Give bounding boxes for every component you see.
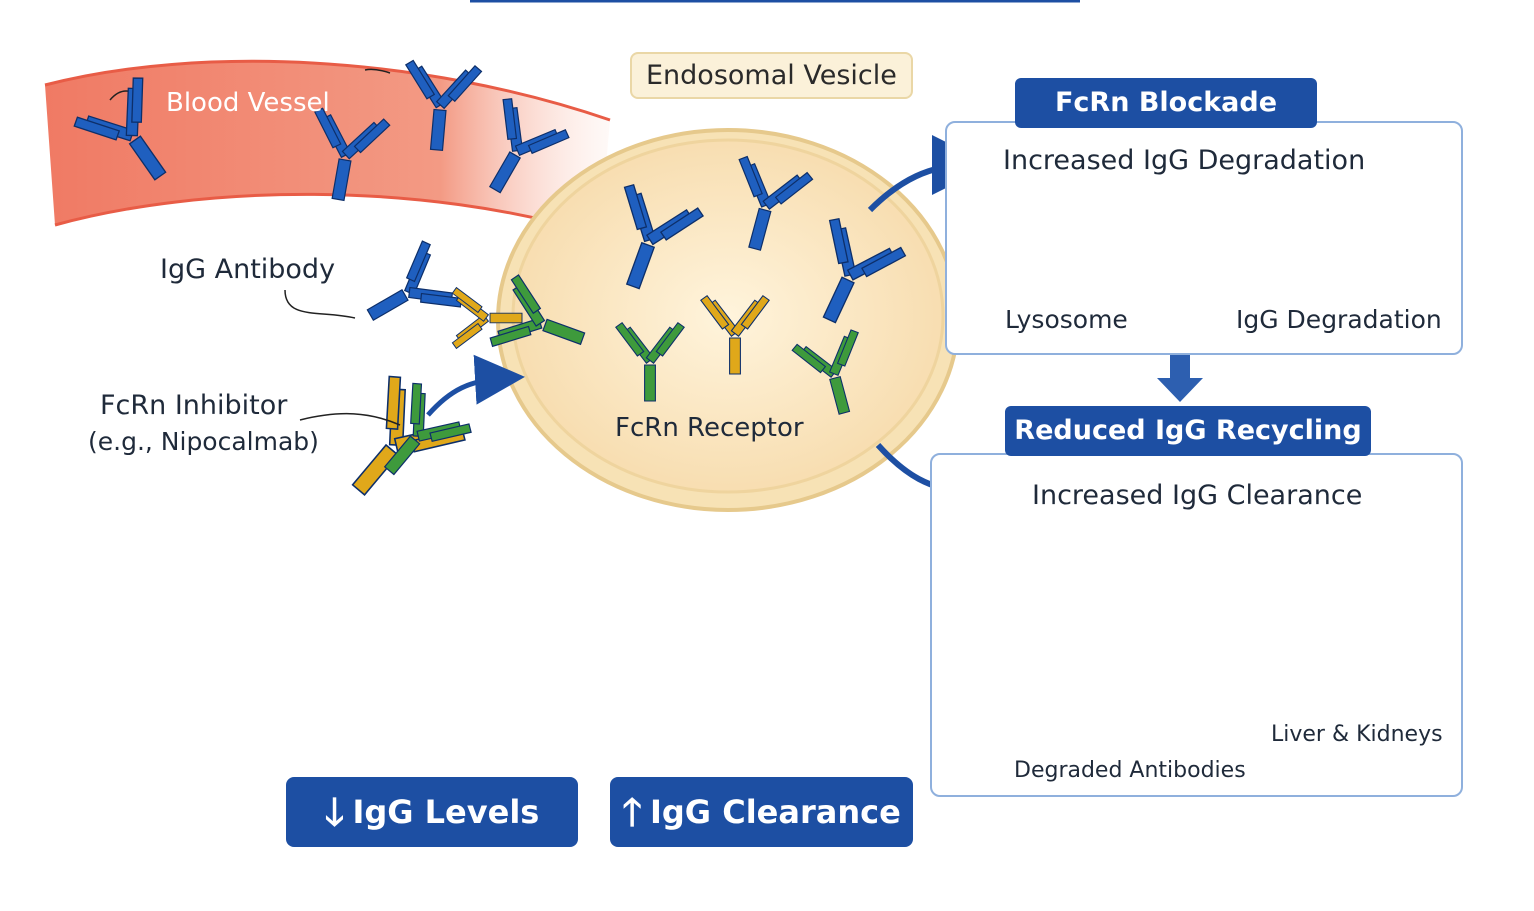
antibody-vessel-3 [404,59,483,152]
lysosome-caption: Lysosome [1005,305,1128,334]
antibody-vesicle-1 [623,183,705,290]
antibody-free [366,240,462,322]
liver-kidneys-caption: Liver & Kidneys [1271,722,1443,747]
panel-down-arrow [1157,355,1203,402]
recycling-header: Reduced IgG Recycling [1005,406,1371,456]
antibody-leader-line [284,289,356,319]
arrow-down-icon: 🡓 [324,790,345,834]
igg-antibody-label: IgG Antibody [160,254,336,285]
blockade-title: Increased IgG Degradation [1003,145,1366,176]
fcrn-receptor-label: FcRn Receptor [615,413,804,443]
inhibitor-leader-line [299,412,401,426]
igg-levels-pill: 🡓 IgG Levels [286,777,578,847]
receptor-bound [489,274,586,348]
igg-levels-text: IgG Levels [352,793,540,831]
receptor-green-1 [615,321,685,402]
recycling-title: Increased IgG Clearance [1032,480,1363,511]
blood-vessel [44,59,611,237]
igg-clearance-text: IgG Clearance [649,793,901,831]
receptor-gold [700,294,770,375]
inhibitor-bound [451,286,523,350]
antibody-vesicle-3 [822,217,907,324]
degraded-antibodies-caption: Degraded Antibodies [1014,758,1246,783]
antibody-vessel-2 [314,107,391,202]
antibody-vessel-1 [73,77,167,181]
inhibitor-arrow [426,354,525,417]
receptor-green-2 [791,329,859,415]
fcrn-inhibitor-label: FcRn Inhibitor [100,390,288,421]
arrow-up-icon: 🡑 [622,790,642,834]
blockade-header: FcRn Blockade [1015,78,1317,128]
endosomal-vesicle-label: Endosomal Vesicle [630,52,913,99]
inhibitor-green [383,382,472,476]
igg-clearance-pill: 🡑 IgG Clearance [610,777,913,847]
antibody-vesicle-2 [738,155,814,251]
fcrn-inhibitor-example: (e.g., Nipocalmab) [88,427,319,456]
inhibitor-gold [351,375,466,496]
blood-vessel-label: Blood Vessel [166,88,330,118]
blockade-panel [945,121,1463,355]
antibody-vessel-4 [488,98,570,194]
igg-degradation-caption: IgG Degradation [1236,305,1442,334]
